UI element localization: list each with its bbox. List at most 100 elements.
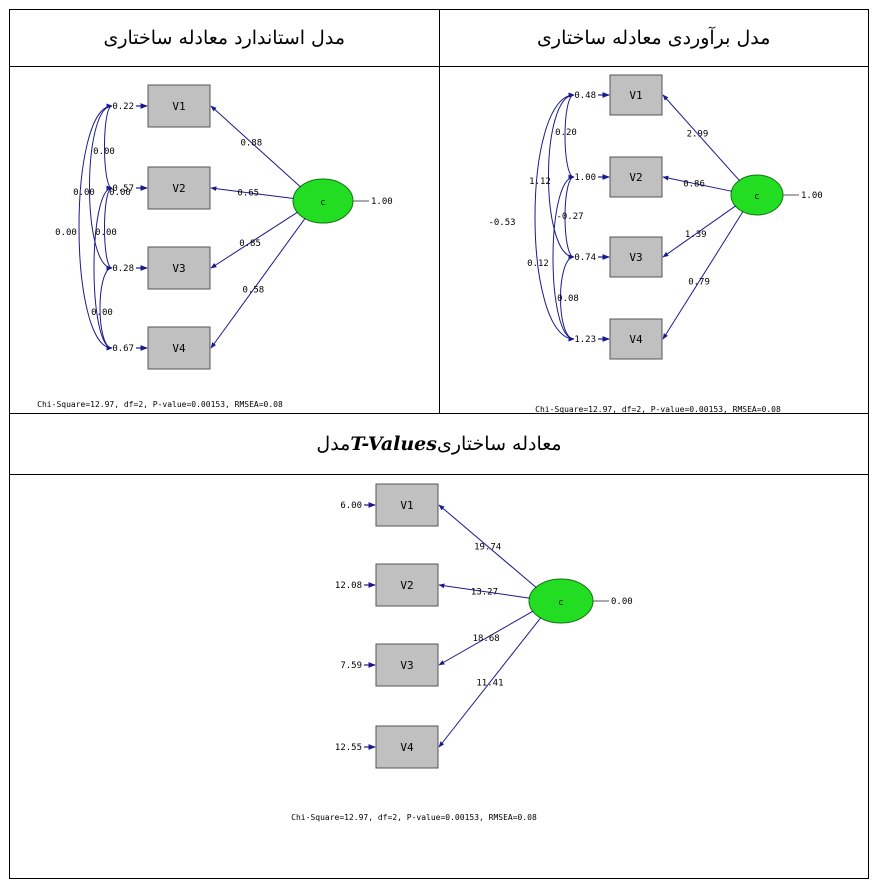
covariance-arc <box>552 174 575 342</box>
loading-arrow-v4 <box>210 217 306 349</box>
latent-label: c <box>320 198 325 208</box>
loading-value-v3: 1.39 <box>684 230 706 240</box>
latent-label: c <box>558 598 563 608</box>
error-value-v1: 0.22 <box>112 102 134 112</box>
observed-box-v2 <box>609 156 662 198</box>
loading-arrow-v1 <box>662 94 740 182</box>
observed-box-v2 <box>147 166 211 210</box>
covariance-arc <box>93 185 113 351</box>
diagram-table: مدل استاندارد معادله ساختاری مدل برآوردی… <box>9 9 869 879</box>
covariance-value: 0.00 <box>55 228 77 238</box>
latent-label: c <box>754 192 759 202</box>
loading-value-v1: 0.88 <box>240 138 262 148</box>
observed-box-v1 <box>609 74 662 116</box>
observed-label-v1: V1 <box>400 499 413 512</box>
covariance-value: 0.00 <box>95 228 117 238</box>
observed-label-v3: V3 <box>629 251 642 264</box>
error-value-v4: 1.23 <box>574 335 596 345</box>
covariance-value: 0.00 <box>73 188 95 198</box>
loading-arrow-v3 <box>438 610 534 666</box>
loading-value-v2: 13.27 <box>471 588 498 598</box>
tvalues-title: مدل T-Values معادله ساختاری <box>310 433 567 455</box>
loading-arrow-v3 <box>210 211 299 269</box>
latent-variance: 0.00 <box>611 597 633 607</box>
tvalues-header: مدل T-Values معادله ساختاری <box>9 413 869 475</box>
observed-label-v2: V2 <box>400 579 413 592</box>
covariance-value: 0.00 <box>109 188 131 198</box>
observed-label-v1: V1 <box>629 89 642 102</box>
tvalues-title-prefix: مدل <box>310 433 351 455</box>
loading-arrow-v2 <box>661 175 732 192</box>
observed-box-v3 <box>375 643 439 687</box>
loading-value-v2: 0.65 <box>237 189 259 199</box>
error-value-v2: 0.57 <box>112 184 134 194</box>
covariance-value: 0.00 <box>91 308 113 318</box>
observed-label-v4: V4 <box>400 741 414 754</box>
observed-label-v4: V4 <box>629 333 643 346</box>
covariance-value: 0.08 <box>557 294 579 304</box>
covariance-value: -0.27 <box>556 212 583 222</box>
loading-arrow-v2 <box>210 186 294 200</box>
covariance-value: 0.20 <box>555 128 577 138</box>
estimated-header: مدل برآوردی معادله ساختاری <box>438 9 869 67</box>
observed-label-v2: V2 <box>172 182 185 195</box>
error-value-v1: 0.48 <box>574 91 596 101</box>
error-value-v3: 0.74 <box>574 253 596 263</box>
covariance-value: 1.12 <box>529 177 551 187</box>
loading-value-v4: 0.58 <box>243 286 265 296</box>
loading-value-v4: 0.79 <box>688 278 710 288</box>
observed-label-v4: V4 <box>172 342 186 355</box>
error-value-v2: 1.00 <box>574 173 596 183</box>
covariance-value: -0.53 <box>488 218 515 228</box>
covariance-arc <box>89 103 113 271</box>
loading-value-v4: 11.41 <box>476 678 503 688</box>
error-value-v4: 0.67 <box>112 344 134 354</box>
error-value-v1: 6.00 <box>340 501 362 511</box>
fit-statistics: Chi-Square=12.97, df=2, P-value=0.00153,… <box>37 400 283 409</box>
error-value-v4: 12.55 <box>335 743 362 753</box>
covariance-arc <box>547 92 575 260</box>
observed-box-v3 <box>609 236 662 278</box>
loading-value-v1: 19.74 <box>474 542 501 552</box>
loading-value-v3: 18.68 <box>473 634 500 644</box>
observed-label-v3: V3 <box>172 262 185 275</box>
observed-box-v1 <box>375 483 439 527</box>
standardized-header: مدل استاندارد معادله ساختاری <box>9 9 440 67</box>
tvalues-title-suffix: معادله ساختاری <box>436 433 568 455</box>
covariance-arc <box>534 92 575 342</box>
fit-statistics: Chi-Square=12.97, df=2, P-value=0.00153,… <box>291 813 537 822</box>
latent-variance: 1.00 <box>801 191 823 201</box>
observed-box-v4 <box>609 318 662 360</box>
loading-arrow-v2 <box>438 583 530 599</box>
loading-arrow-v4 <box>438 617 542 748</box>
standardized-title: مدل استاندارد معادله ساختاری <box>103 27 346 49</box>
observed-box-v2 <box>375 563 439 607</box>
error-value-v3: 0.28 <box>112 264 134 274</box>
covariance-arc <box>78 103 113 351</box>
loading-arrow-v1 <box>438 504 537 589</box>
observed-label-v3: V3 <box>400 659 413 672</box>
loading-value-v2: 0.86 <box>683 179 705 189</box>
covariance-value: 0.00 <box>93 147 115 157</box>
observed-label-v1: V1 <box>172 100 185 113</box>
loading-arrow-v3 <box>662 205 736 258</box>
observed-box-v4 <box>147 326 211 370</box>
covariance-arc <box>99 265 113 351</box>
covariance-value: 0.12 <box>527 259 549 269</box>
estimated-title: مدل برآوردی معادله ساختاری <box>537 27 771 49</box>
error-value-v2: 12.08 <box>335 581 362 591</box>
loading-value-v1: 2.99 <box>686 130 708 140</box>
observed-label-v2: V2 <box>629 171 642 184</box>
error-value-v3: 7.59 <box>340 661 362 671</box>
observed-box-v3 <box>147 246 211 290</box>
observed-box-v4 <box>375 725 439 769</box>
observed-box-v1 <box>147 84 211 128</box>
loading-value-v3: 0.85 <box>239 239 261 249</box>
loading-arrow-v4 <box>662 211 743 340</box>
